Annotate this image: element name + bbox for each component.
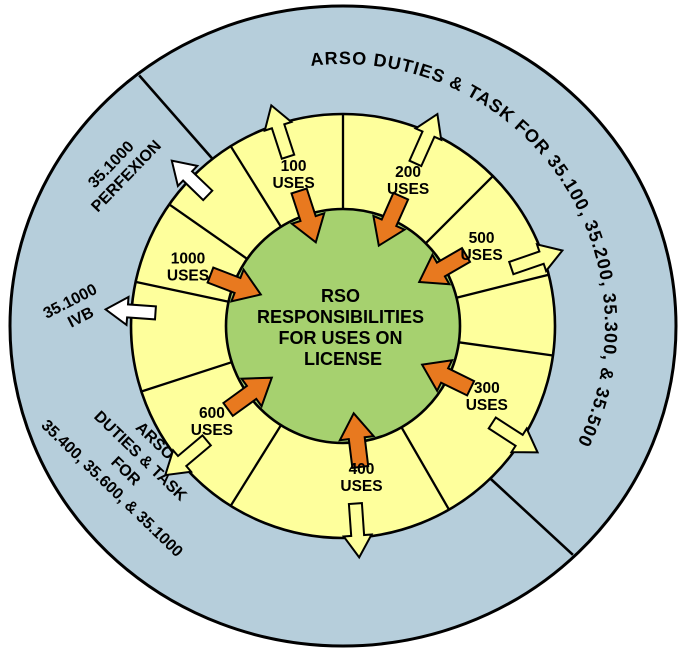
inward-responsibility-arrow [338, 411, 376, 470]
uses-ring-divider-line [141, 361, 233, 393]
uses-ring-divider-line [168, 203, 248, 260]
outer-sector-divider-line [138, 74, 214, 160]
center-disc [224, 207, 462, 445]
inward-responsibility-arrow [372, 191, 410, 248]
outward-task-arrows [103, 103, 565, 560]
outward-task-arrow [170, 159, 214, 202]
inward-responsibility-arrow [206, 266, 263, 303]
uses-ring-divider-line [229, 424, 282, 507]
center-responsibilities-label: RSO RESPONSIBILITIES FOR USES ON LICENSE [257, 286, 429, 369]
inward-responsibility-arrow [222, 376, 274, 418]
outward-task-arrow [507, 243, 565, 276]
outward-task-arrow [341, 502, 374, 560]
uses-ring-divider-line [400, 426, 450, 511]
outward-task-arrow [408, 112, 443, 168]
uses-ring-divider-line [458, 341, 554, 357]
outward-task-arrow [263, 103, 296, 160]
inward-responsibility-arrows [206, 187, 476, 470]
outward-task-arrow [163, 433, 213, 477]
outer-sector-dividers [138, 74, 574, 556]
uses-ring-divider-line [135, 280, 229, 303]
uses-ring-divider-line [229, 145, 282, 228]
uses-ring-divider-line [456, 273, 549, 299]
outer-sector-divider-line [489, 477, 574, 556]
outward-task-arrow [487, 416, 540, 454]
inward-responsibility-arrow [420, 359, 476, 397]
inward-responsibility-arrow [417, 246, 472, 286]
uses-ring-divider-line [424, 175, 494, 245]
outward-task-arrow [103, 295, 157, 327]
uses-ring-dividers [135, 114, 554, 511]
inward-responsibility-arrow [289, 187, 326, 244]
